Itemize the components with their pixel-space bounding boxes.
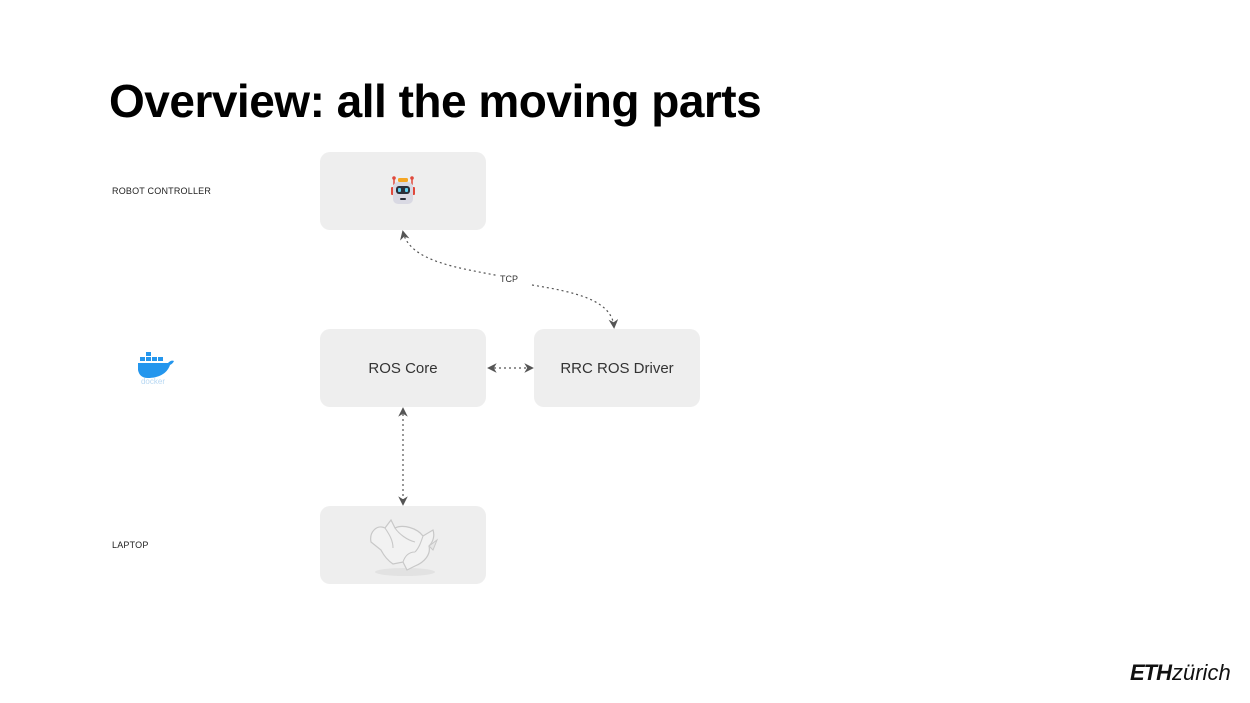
node-robot-controller	[320, 152, 486, 230]
edge-label-tcp: TCP	[497, 274, 521, 284]
row-label-robot-controller: ROBOT CONTROLLER	[112, 186, 212, 196]
node-laptop-rhino	[320, 506, 486, 584]
node-ros-core-label: ROS Core	[368, 359, 438, 377]
docker-logo-icon: docker	[138, 352, 174, 386]
eth-logo-light: zürich	[1172, 660, 1231, 685]
docker-logo-text: docker	[141, 377, 165, 386]
rhino-logo-icon	[370, 518, 439, 576]
eth-zurich-logo: ETHzürich	[1130, 660, 1231, 686]
edge-controller-driver	[403, 232, 614, 327]
node-ros-core: ROS Core	[320, 329, 486, 407]
eth-logo-bold: ETH	[1130, 660, 1172, 685]
robot-icon	[391, 176, 415, 204]
row-label-laptop: LAPTOP	[112, 540, 149, 550]
page-title: Overview: all the moving parts	[109, 75, 762, 127]
node-rrc-ros-driver-label: RRC ROS Driver	[560, 359, 674, 377]
node-rrc-ros-driver: RRC ROS Driver	[534, 329, 700, 407]
